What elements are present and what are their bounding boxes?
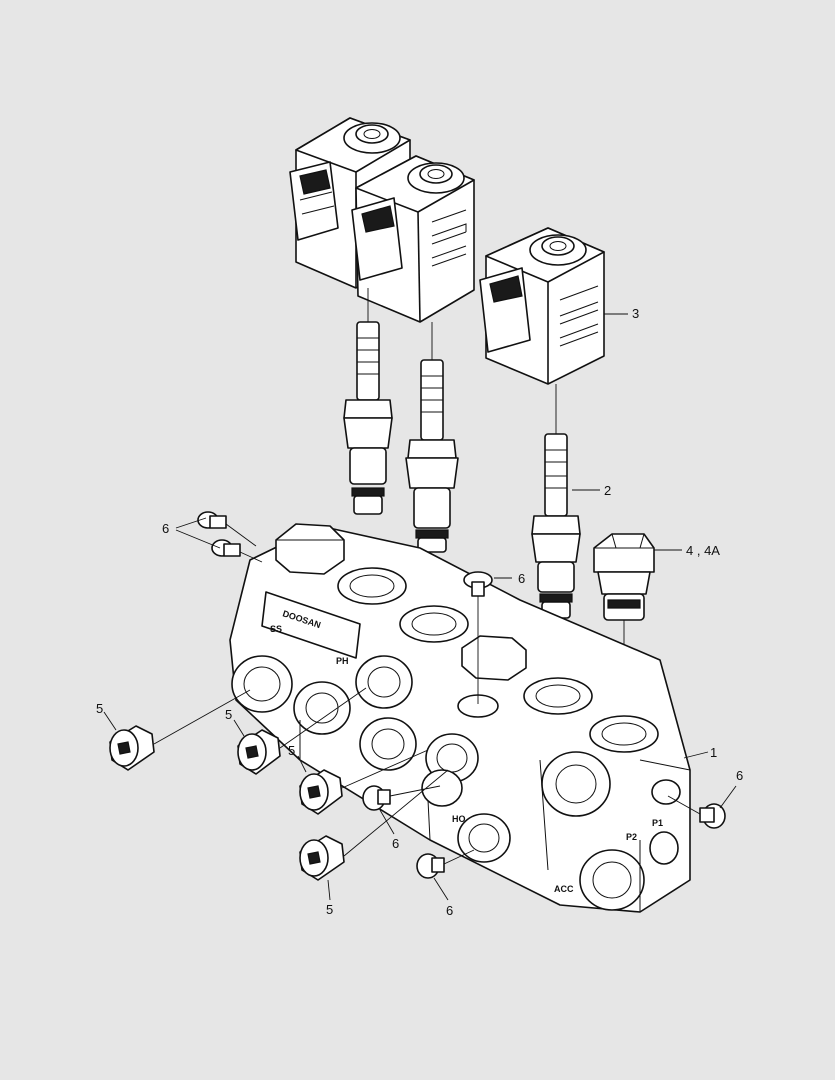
plug-screw-5b <box>237 729 281 775</box>
callout-3: 3 <box>632 306 639 321</box>
solenoid-coil-right <box>479 227 605 385</box>
callout-6-top-left: 6 <box>162 521 169 536</box>
port-mark-p1: P1 <box>652 818 663 828</box>
callout-6-top-center: 6 <box>518 571 525 586</box>
cartridge-valve-right <box>531 433 581 619</box>
plug-screw-5c <box>299 769 343 815</box>
callout-5-bottom: 5 <box>326 902 333 917</box>
callout-5-right: 5 <box>288 743 295 758</box>
port-mark-p2: P2 <box>626 832 637 842</box>
callout-6-bottom: 6 <box>446 903 453 918</box>
callout-1: 1 <box>710 745 717 760</box>
plug-screw-5d <box>299 835 345 881</box>
callout-2: 2 <box>604 483 611 498</box>
cartridge-valve-middle <box>405 359 459 553</box>
plug-screw-5a <box>109 725 155 771</box>
callout-4-4a: 4 , 4A <box>686 543 720 558</box>
callout-6-lower: 6 <box>392 836 399 851</box>
port-mark-ph: PH <box>336 656 349 666</box>
cartridge-valve-left <box>343 321 393 515</box>
callout-5-left: 5 <box>96 701 103 716</box>
callout-6-right: 6 <box>736 768 743 783</box>
callout-5-middle: 5 <box>225 707 232 722</box>
plug-screw-top-left <box>197 511 241 557</box>
plug-screw-6d <box>699 803 726 829</box>
relief-valve-plug <box>593 533 655 621</box>
port-mark-acc: ACC <box>554 884 574 894</box>
solenoid-coil-middle <box>351 155 475 323</box>
plug-screw-6b <box>362 785 391 811</box>
port-mark-ho: HO <box>452 814 466 824</box>
plug-screw-6c <box>416 853 445 879</box>
plug-screw-top-center <box>463 571 493 597</box>
port-mark-ss: SS <box>270 624 282 634</box>
